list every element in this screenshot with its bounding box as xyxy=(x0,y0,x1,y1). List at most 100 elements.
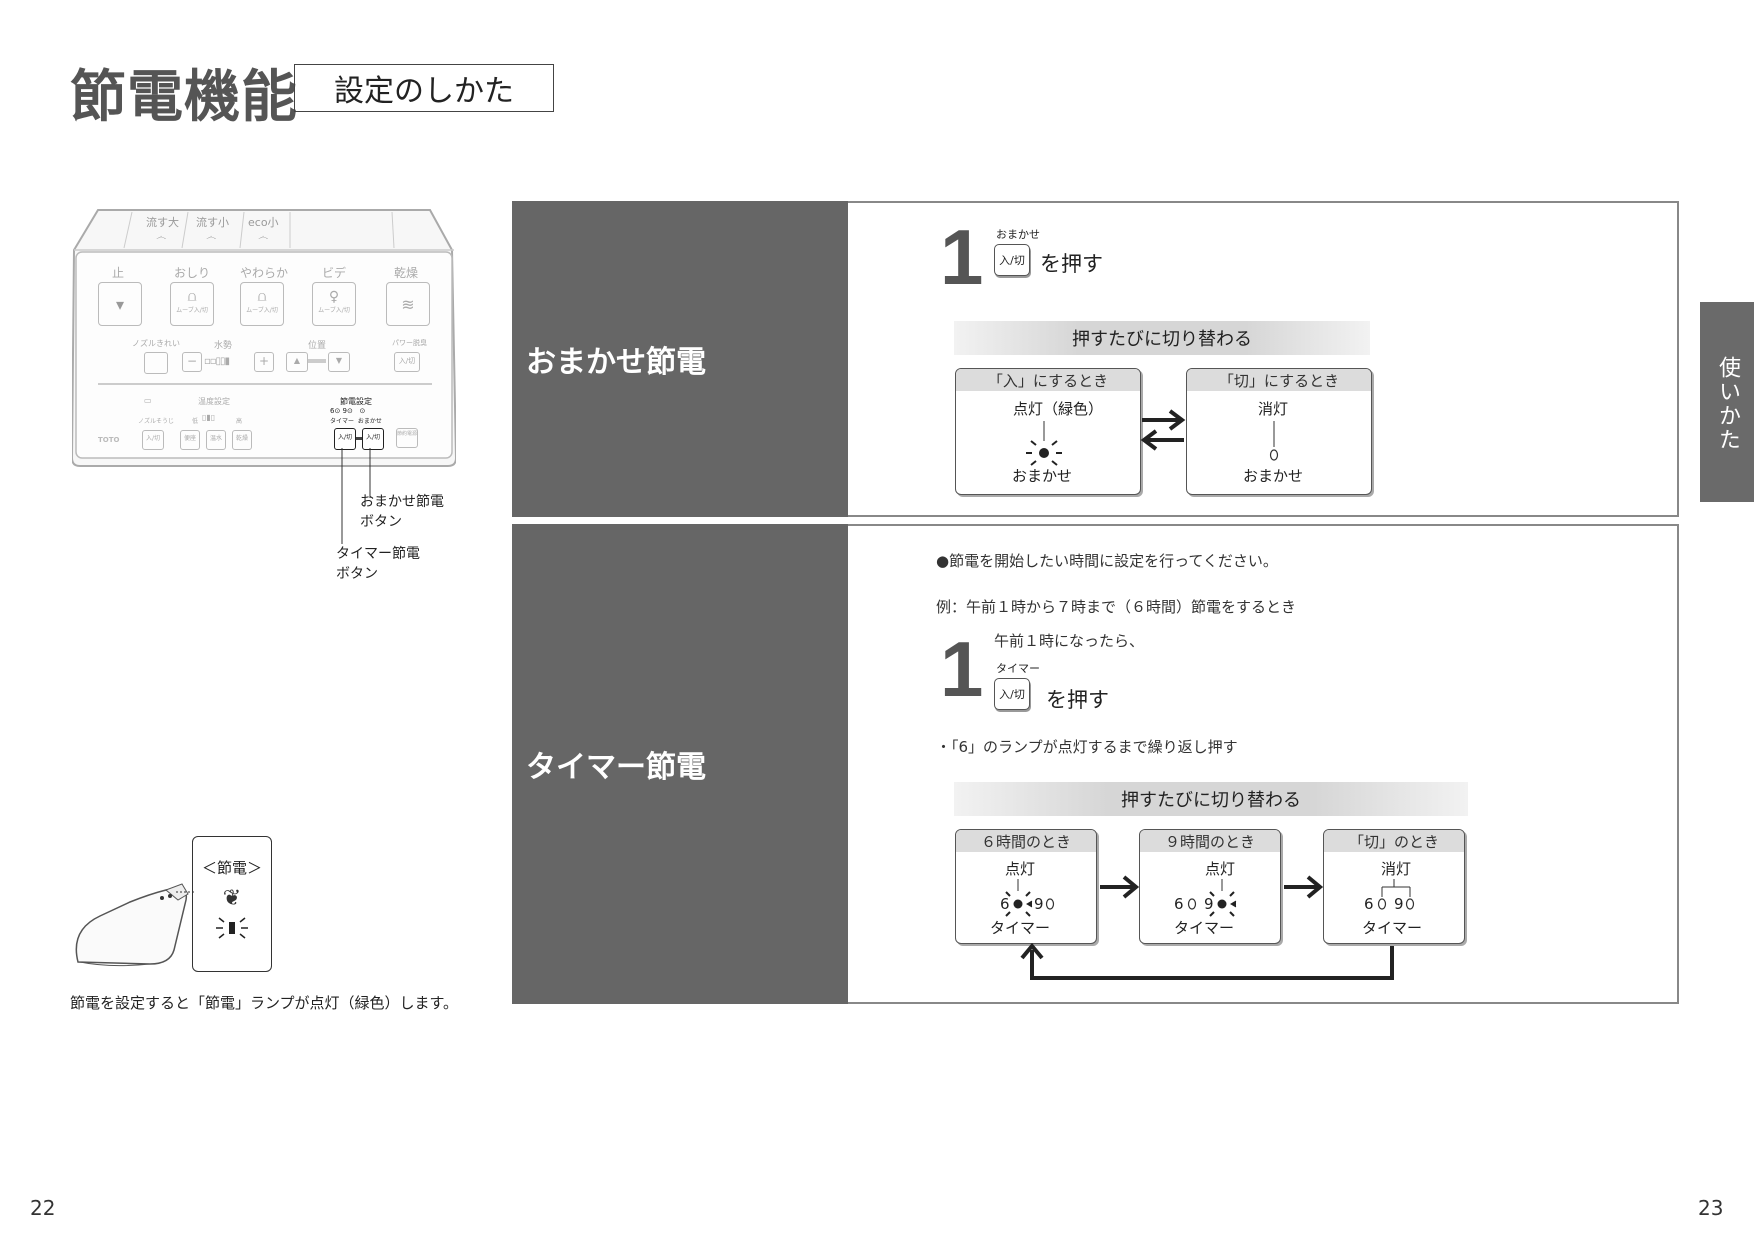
timer-note: ・「6」のランプが点灯するまで繰り返し押す xyxy=(936,738,1238,756)
timer-off-box: 「切」のとき 消灯 6 9 タイマー xyxy=(1323,829,1465,944)
flush-small-label: 流す小 xyxy=(196,216,229,229)
saving-setting-label: 節電設定 xyxy=(340,397,372,406)
omakase-on-lamp-icon xyxy=(1026,421,1062,466)
omakase-on-lamp-label: おまかせ xyxy=(1011,467,1072,485)
omakase-on-box: 「入」にするとき 点灯（緑色） おまかせ xyxy=(955,368,1141,495)
stop-button[interactable]: ▾ xyxy=(98,282,142,326)
section-omakase-content xyxy=(848,201,1679,517)
omakase-press-text: を押す xyxy=(1040,252,1103,276)
omakase-off-head: 「切」にするとき xyxy=(1187,369,1371,391)
timer-6h-lamps: 6 9 xyxy=(1000,879,1055,917)
timer-6h-head: ６時間のとき xyxy=(956,830,1096,852)
callout-lines xyxy=(341,448,371,544)
timer-intro: ●節電を開始したい時間に設定を行ってください。 xyxy=(936,552,1278,570)
position-label: 位置 xyxy=(308,341,327,351)
side-tab-usage[interactable]: 使いかた xyxy=(1700,302,1754,502)
yawaraka-sub-label: ムーブ入/切 xyxy=(246,307,278,314)
lamp-caption: 節電を設定すると「節電」ランプが点灯（緑色）します。 xyxy=(70,994,459,1012)
dry-label: 乾燥 xyxy=(394,266,419,280)
timer-onoff-button[interactable]: 入/切 xyxy=(994,678,1030,710)
oshiri-sub-label: ムーブ入/切 xyxy=(176,307,208,314)
omakase-on-head: 「入」にするとき xyxy=(956,369,1140,391)
position-up-button[interactable]: ▲ xyxy=(286,352,308,372)
side-tab-label: 使いかた xyxy=(1715,356,1740,452)
dry-temp-button[interactable]: 乾燥 xyxy=(232,430,252,450)
timer-toggle-caption: 押すたびに切り替わる xyxy=(954,782,1468,816)
omakase-onoff-button[interactable]: 入/切 xyxy=(994,244,1030,276)
timer-6h-lamp-label: タイマー xyxy=(989,919,1050,937)
svg-text:6: 6 xyxy=(1174,895,1184,913)
timer-off-lamps: 6 9 xyxy=(1364,879,1415,913)
svg-text:6: 6 xyxy=(1000,895,1010,913)
callout-timer: タイマー節電 ボタン xyxy=(336,546,420,582)
swirl-icon: ෴ xyxy=(258,230,269,243)
oshiri-button[interactable]: ⩍ ムーブ入/切 xyxy=(170,282,214,326)
pressure-minus-button[interactable]: − xyxy=(182,352,202,372)
brand-logo: TOTO xyxy=(98,436,120,444)
flush-eco-label: eco小 xyxy=(248,216,279,229)
saving-connector xyxy=(356,437,362,440)
dry-icon: ≋ xyxy=(401,294,415,314)
timer-button-caption: タイマー xyxy=(996,662,1040,675)
timer-off-head: 「切」のとき xyxy=(1324,830,1464,852)
bidet-button[interactable]: ♀ ムーブ入/切 xyxy=(312,282,356,326)
dry-button[interactable]: ≋ xyxy=(386,282,430,326)
yawaraka-button[interactable]: ⩍ ムーブ入/切 xyxy=(240,282,284,326)
soft-spray-icon: ⩍ xyxy=(257,289,267,305)
timer-example: 例：午前１時から７時まで（６時間）節電をするとき xyxy=(936,598,1297,616)
page-number-left: 22 xyxy=(30,1196,56,1220)
omakase-saving-button[interactable]: 入/切 xyxy=(362,428,384,450)
memory-button[interactable]: 節約電源 xyxy=(396,428,418,448)
nozzle-clean-button[interactable] xyxy=(144,352,168,374)
omakase-toggle-caption: 押すたびに切り替わる xyxy=(954,321,1370,355)
omakase-off-box: 「切」にするとき 消灯 おまかせ xyxy=(1186,368,1372,495)
return-loop-arrow xyxy=(1020,942,1394,980)
bidet-icon: ♀ xyxy=(328,289,340,305)
lamp-label: ＜節電＞ xyxy=(201,859,262,877)
nozzle-wash-button[interactable]: 入/切 xyxy=(142,430,164,450)
power-deodorize-button[interactable]: 入/切 xyxy=(394,352,420,372)
svg-text:6: 6 xyxy=(1364,895,1374,913)
remote-illustration: 流す大 流す小 eco小 ෴ ෴ ෴ 止 おしり やわらか ビデ 乾燥 ▾ ⩍ … xyxy=(72,208,456,468)
timer-off-lamp-label: タイマー xyxy=(1361,919,1422,937)
omakase-on-status: 点灯（緑色） xyxy=(1012,400,1103,418)
temp-low-label: 低 xyxy=(192,418,199,425)
timer-9h-lamps: 6 9 xyxy=(1174,879,1237,917)
timer-off-status: 消灯 xyxy=(1380,860,1411,878)
temp-level-indicator: ▯▮▯ xyxy=(202,413,216,422)
svg-text:9: 9 xyxy=(1034,895,1044,913)
pressure-plus-button[interactable]: + xyxy=(254,352,274,372)
swirl-icon: ෴ xyxy=(206,230,217,243)
section-timer-label: タイマー節電 xyxy=(512,524,848,1004)
toilet-illustration xyxy=(75,883,194,967)
stop-label: 止 xyxy=(112,266,125,280)
oshiri-label: おしり xyxy=(174,266,211,280)
water-temp-button[interactable]: 温水 xyxy=(206,430,226,450)
section-timer-content xyxy=(848,524,1679,1004)
spray-icon: ⩍ xyxy=(187,289,197,305)
seat-temp-button[interactable]: 便座 xyxy=(180,430,200,450)
yawaraka-label: やわらか xyxy=(240,266,289,280)
timer-saving-button[interactable]: 入/切 xyxy=(334,428,356,450)
timer-press-text: を押す xyxy=(1046,688,1109,712)
pressure-label: 水勢 xyxy=(214,341,233,351)
timer-6h-status: 点灯 xyxy=(1004,860,1035,878)
temp-high-label: 高 xyxy=(236,418,243,425)
pressure-level-indicator: ▫▫▯▯▮ xyxy=(204,356,230,367)
leaf-icon: ❦ xyxy=(222,886,242,911)
flush-large-label: 流す大 xyxy=(146,216,179,229)
omakase-button-caption: おまかせ xyxy=(996,228,1040,241)
timer-9h-lamp-label: タイマー xyxy=(1173,919,1234,937)
omakase-off-lamp-label: おまかせ xyxy=(1242,467,1303,485)
svg-text:9: 9 xyxy=(1204,895,1214,913)
lamp-callout-box: ＜節電＞ ❦ xyxy=(192,836,272,972)
timer-9h-status: 点灯 xyxy=(1204,860,1235,878)
omakase-step-number: 1 xyxy=(940,213,984,301)
position-down-button[interactable]: ▼ xyxy=(328,352,350,372)
timer-9h-head: ９時間のとき xyxy=(1140,830,1280,852)
temp-setting-label: 温度設定 xyxy=(198,397,230,406)
position-bar xyxy=(308,359,326,363)
stop-icon: ▾ xyxy=(115,294,125,314)
battery-icon: ▭ xyxy=(144,396,152,405)
timer-6h-box: ６時間のとき 点灯 6 9 タイマー xyxy=(955,829,1097,944)
